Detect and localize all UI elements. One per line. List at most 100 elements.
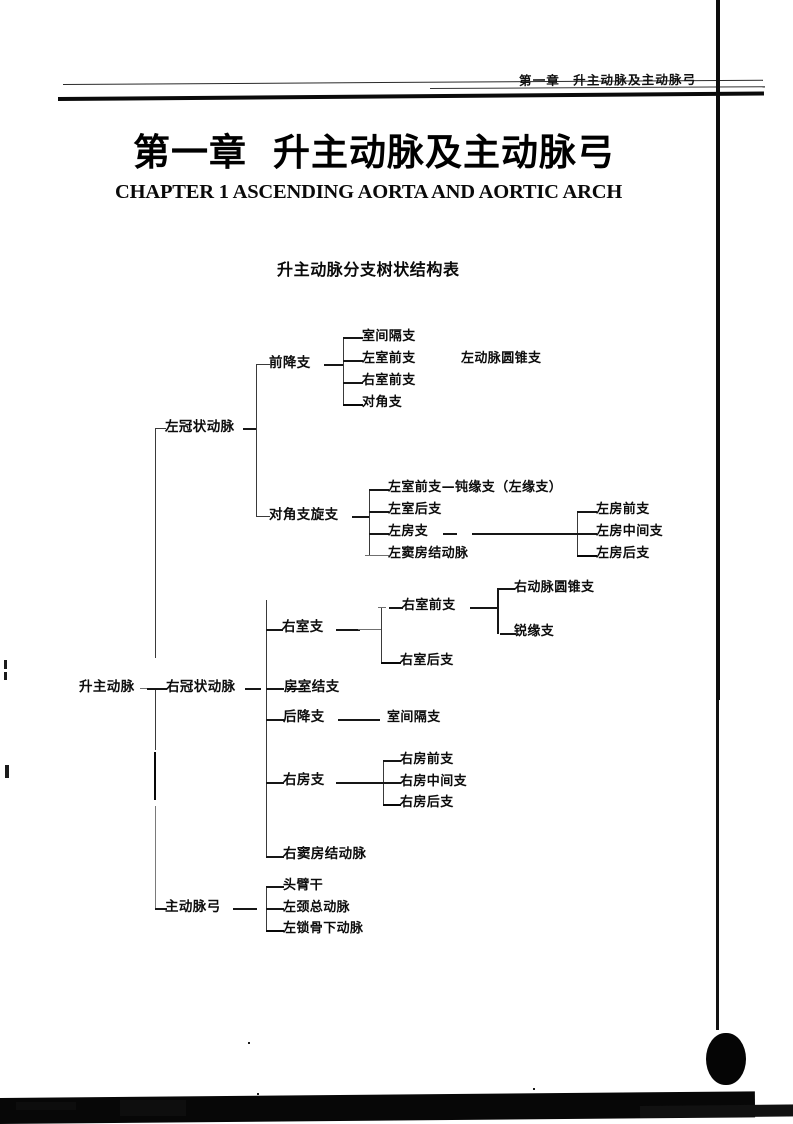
scan-smudge	[120, 1100, 186, 1116]
tree-leaf-left-anterior-ventricular: 左室前支	[362, 351, 416, 366]
connector-av-node-branch	[266, 688, 284, 690]
connector-rav-child-1	[500, 633, 516, 635]
connector-rv-branch	[266, 629, 283, 631]
tree-leaf-right-atrial-anterior: 右房前支	[400, 752, 454, 767]
connector-ra-child-2	[383, 804, 401, 807]
tree-leaf-right-posterior-ventricular: 右室后支	[400, 653, 454, 668]
spine-left-coronary	[256, 364, 258, 516]
tree-leaf-diagonal: 对角支	[362, 395, 403, 410]
connector-lad-child-3	[343, 404, 363, 407]
connector-left-atrial-long	[472, 533, 578, 535]
connector-left-coronary-out	[243, 428, 257, 430]
tree-node-av-node-branch: 房室结支	[284, 679, 340, 695]
connector-lad-child-1	[343, 360, 363, 362]
tree-leaf-left-atrial: 左房支	[388, 524, 429, 539]
connector-ra-child-1	[383, 782, 401, 784]
scan-edge-right-lower	[716, 700, 719, 1030]
connector-circumflex-out	[352, 516, 370, 518]
connector-right-coronary-out	[245, 688, 261, 690]
spine-lad	[343, 337, 345, 405]
connector-la-child-0	[577, 511, 597, 513]
scan-speck	[257, 1093, 259, 1095]
scan-blob	[706, 1033, 746, 1085]
spine-main-bold	[154, 752, 157, 800]
tree-leaf-right-atrial-posterior: 右房后支	[400, 795, 454, 810]
connector-rv-child-0	[389, 607, 403, 609]
connector-la-child-1	[577, 533, 597, 535]
connector-lad	[256, 364, 270, 366]
connector-rv-child-0-a	[378, 607, 386, 608]
connector-cx-child-1	[369, 511, 389, 513]
tree-leaf-right-conus: 右动脉圆锥支	[514, 580, 595, 595]
chapter-title-en: CHAPTER 1 ASCENDING AORTA AND AORTIC ARC…	[115, 181, 623, 203]
connector-right-sinoatrial	[266, 856, 284, 858]
connector-left-coronary	[155, 428, 166, 430]
tree-leaf-right-atrial-intermediate: 右房中间支	[400, 774, 468, 789]
chapter-number-cn: 第一章	[133, 131, 247, 174]
tree-node-right-atrial: 右房支	[283, 772, 325, 788]
tree-leaf-left-subclavian: 左锁骨下动脉	[283, 921, 364, 936]
tree-leaf-left-atrial-intermediate: 左房中间支	[596, 524, 664, 539]
tree-node-right-coronary: 右冠状动脉	[166, 679, 236, 695]
connector-rv-out-faint	[358, 629, 382, 630]
connector-cx-child-3	[365, 555, 389, 556]
scan-speck	[248, 1042, 250, 1044]
tree-node-root: 升主动脉	[79, 679, 135, 695]
spine-main-lower	[155, 806, 156, 910]
tree-leaf-brachiocephalic-trunk: 头臂干	[283, 878, 324, 893]
connector-rv-out	[336, 629, 360, 631]
spine-circumflex	[369, 489, 371, 555]
connector-lad-child-0	[343, 337, 363, 339]
tree-leaf-left-atrial-anterior: 左房前支	[596, 502, 650, 517]
tree-leaf-left-posterior-ventricular: 左室后支	[388, 502, 442, 517]
spine-right-anterior-ventricular	[497, 588, 499, 634]
connector-arch-child-1	[266, 908, 284, 910]
tree-leaf-acute-marginal: 锐缘支	[514, 624, 555, 639]
tree-node-circumflex: 对角支旋支	[269, 507, 339, 523]
connector-root	[140, 688, 152, 689]
tree-node-right-ventricular: 右室支	[282, 619, 324, 635]
connector-pda-out	[338, 719, 380, 721]
scan-speck	[533, 1088, 535, 1090]
tree-leaf-left-atrial-posterior: 左房后支	[596, 546, 650, 561]
connector-right-coronary	[155, 688, 167, 690]
connector-arch-child-0	[266, 886, 284, 888]
connector-lad-child-2	[343, 382, 363, 384]
tree-leaf-obtuse-marginal: 左室前支—钝缘支（左缘支）	[388, 480, 563, 495]
tree-node-left-coronary: 左冠状动脉	[165, 419, 235, 435]
spine-right-coronary	[266, 600, 268, 856]
tree-leaf-right-anterior-ventricular-branch: 右室前支	[402, 598, 456, 613]
tree-leaf-left-common-carotid: 左颈总动脉	[283, 900, 351, 915]
connector-rav-out	[470, 607, 498, 609]
spine-main-mid	[155, 690, 157, 750]
tree-leaf-right-anterior-ventricular: 右室前支	[362, 373, 416, 388]
tree-leaf-left-sinoatrial-artery: 左窦房结动脉	[388, 546, 469, 561]
connector-pda	[266, 719, 284, 721]
scan-edge-right	[716, 0, 720, 700]
tree-annotation-left-conus: 左动脉圆锥支	[461, 351, 542, 366]
spine-main-upper	[155, 428, 157, 658]
tree-leaf-interventricular-septal: 室间隔支	[362, 329, 416, 344]
tree-node-lad: 前降支	[269, 355, 311, 371]
connector-arch-child-2	[266, 930, 284, 933]
diagram-subtitle: 升主动脉分支树状结构表	[277, 260, 460, 279]
connector-cx-child-0	[369, 489, 389, 491]
page-title: 第一章升主动脉及主动脉弓	[133, 122, 615, 176]
scan-speck	[4, 672, 7, 680]
connector-rav-child-0	[497, 588, 515, 590]
connector-rv-child-1	[381, 662, 401, 665]
scan-speck	[4, 660, 7, 669]
chapter-title-cn: 升主动脉及主动脉弓	[273, 131, 615, 174]
scan-speck	[5, 765, 9, 778]
tree-leaf-interventricular-septal-right: 室间隔支	[387, 710, 441, 725]
connector-circumflex	[256, 516, 270, 518]
tree-node-right-sinoatrial-artery: 右窦房结动脉	[283, 846, 367, 862]
connector-ra-child-0	[383, 760, 401, 762]
connector-right-atrial-out	[336, 782, 384, 784]
connector-root-2	[147, 688, 159, 690]
tree-node-pda: 后降支	[283, 709, 325, 725]
connector-left-atrial-stub	[443, 533, 457, 535]
connector-aortic-arch	[155, 908, 167, 910]
